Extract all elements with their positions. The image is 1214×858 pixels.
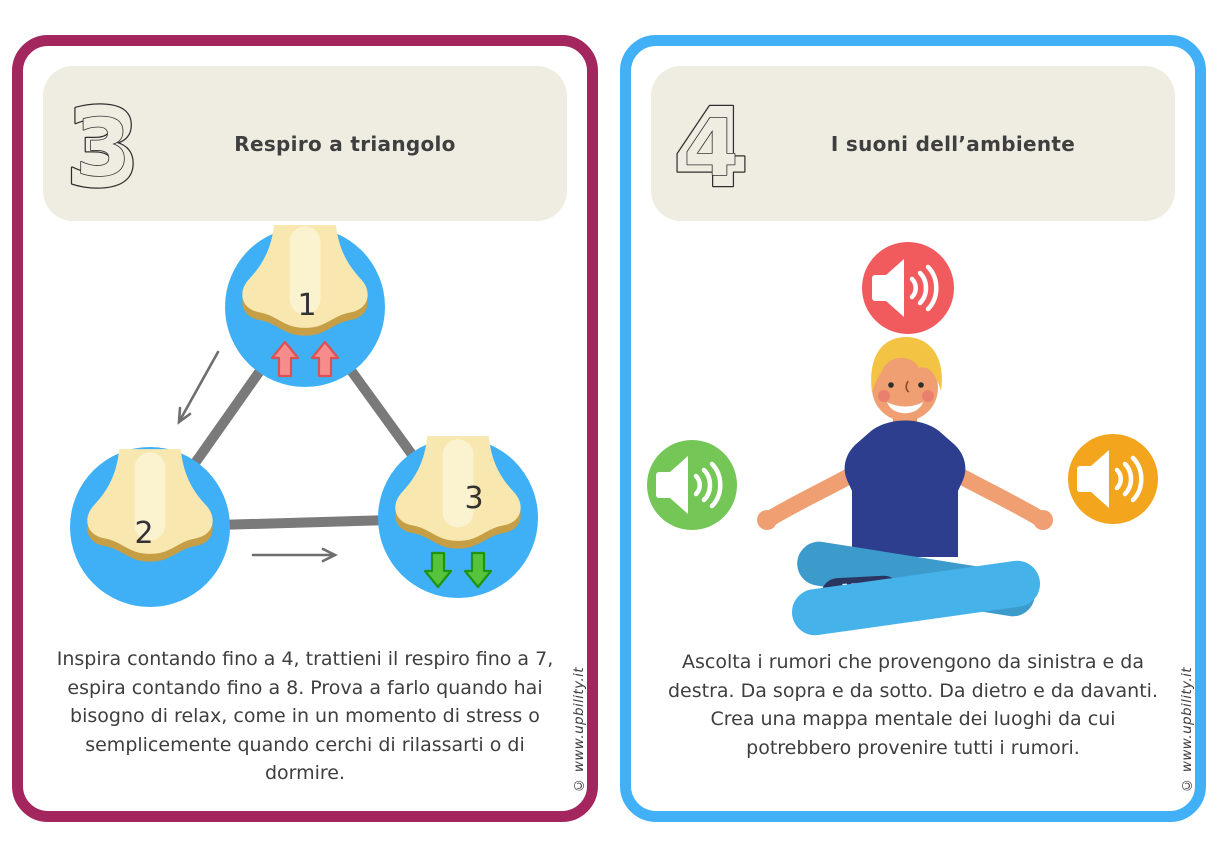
card3-header: 3 3 Respiro a triangolo (43, 66, 567, 221)
card4-header: 4 4 I suoni dell’ambiente (651, 66, 1175, 221)
card4-copyright: © www.upbility.it (1179, 666, 1195, 793)
card4-number-inner: 4 (684, 104, 738, 194)
breath-node-2: 2 (70, 447, 230, 607)
card-i-suoni-dell-ambiente: 4 4 I suoni dell’ambiente (620, 35, 1206, 822)
left-hand (757, 510, 777, 530)
node-1-label: 1 (297, 288, 316, 323)
sound-badge-right (1068, 434, 1158, 524)
sound-badge-left (647, 440, 737, 530)
direction-arrow-1-to-2-icon (177, 350, 220, 425)
hair (871, 337, 942, 393)
front-leg (791, 560, 1041, 636)
breath-node-3: 3 (378, 436, 538, 598)
face (878, 380, 934, 414)
card3-number-inner: 3 (76, 104, 130, 194)
card3-number-badge: 3 3 (43, 81, 163, 206)
bubble-number-4-icon: 4 4 (671, 83, 750, 206)
direction-arrow-2-to-3-icon (251, 547, 338, 563)
node-2-label: 2 (134, 516, 153, 551)
card3-number-outer: 3 (65, 84, 142, 206)
right-hand (1033, 510, 1053, 530)
card3-instructions: Inspira contando fino a 4, trattieni il … (56, 648, 554, 784)
card3-copyright: © www.upbility.it (571, 666, 587, 793)
triangle-breathing-diagram: 1 2 3 (70, 225, 538, 607)
meditating-person-illustration (757, 337, 1053, 636)
t-shirt (844, 420, 966, 557)
bubble-number-3-icon: 3 3 (63, 83, 142, 206)
breath-node-1: 1 (225, 225, 385, 387)
card-respiro-a-triangolo: 3 3 Respiro a triangolo (12, 35, 598, 822)
node-3-label: 3 (464, 481, 483, 516)
sound-badge-top (862, 242, 954, 334)
card3-title: Respiro a triangolo (234, 131, 456, 156)
card4-number-badge: 4 4 (651, 81, 771, 206)
card4-instructions: Ascolta i rumori che provengono da sinis… (667, 651, 1158, 759)
ambient-sounds-illustration (647, 242, 1158, 636)
card4-number-outer: 4 (673, 84, 750, 206)
card4-title: I suoni dell’ambiente (830, 131, 1076, 156)
